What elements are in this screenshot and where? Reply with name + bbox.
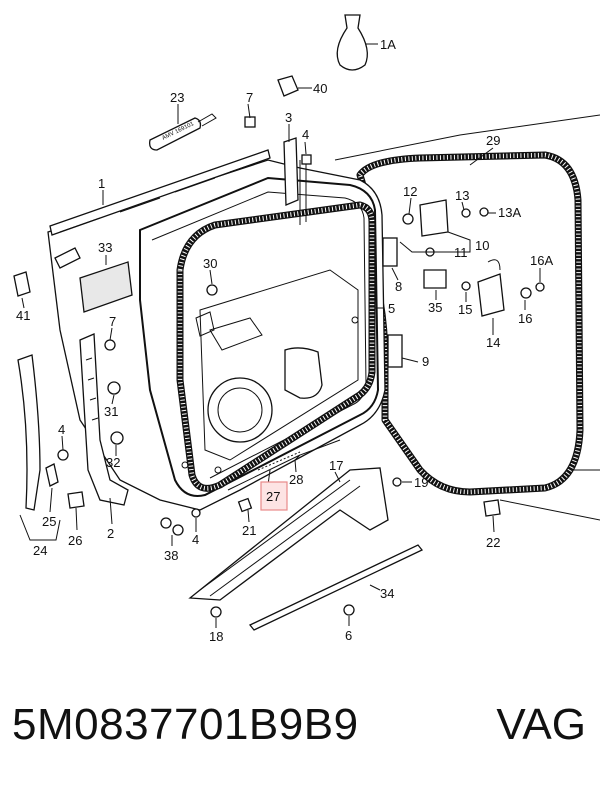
callout-35: 35	[428, 300, 442, 315]
callout-19: 19	[414, 475, 428, 490]
strip-34	[248, 544, 424, 631]
callout-8: 8	[395, 279, 402, 294]
brand-name: VAG	[496, 700, 586, 749]
callout-29: 29	[486, 133, 500, 148]
bolt-30	[206, 284, 218, 296]
sill-panel-17	[188, 467, 389, 601]
callout-6: 6	[345, 628, 352, 643]
screw-4c	[191, 508, 201, 518]
callout-11: 11	[454, 245, 468, 260]
screw-19	[392, 477, 402, 487]
plate-9	[387, 334, 403, 368]
callout-26: 26	[68, 533, 82, 548]
clip-40	[277, 75, 299, 97]
callout-15: 15	[458, 302, 472, 317]
nut-13a	[479, 207, 489, 217]
callout-4a: 4	[302, 127, 309, 142]
screw-7b	[104, 339, 116, 351]
callout-27[interactable]: 27	[266, 489, 280, 504]
callout-38: 38	[164, 548, 178, 563]
cap-22	[483, 499, 501, 517]
bracket-3	[283, 137, 299, 206]
callout-25: 25	[42, 514, 56, 529]
nut-16a	[535, 282, 545, 292]
callout-14: 14	[486, 335, 500, 350]
callout-31: 31	[104, 404, 118, 419]
callout-3: 3	[285, 110, 292, 125]
nut-4a	[301, 154, 312, 165]
callout-18: 18	[209, 629, 223, 644]
callout-16: 16	[518, 311, 532, 326]
callout-30: 30	[203, 256, 217, 271]
callout-5: 5	[388, 301, 395, 316]
part-number: 5M0837701B9B9	[12, 700, 359, 749]
callout-4c: 4	[192, 532, 199, 547]
callout-33: 33	[98, 240, 112, 255]
callout-23: 23	[170, 90, 184, 105]
highlight-box-27[interactable]	[260, 481, 288, 511]
clip-25	[45, 463, 59, 487]
leader-lines	[19, 43, 541, 628]
plate-8	[382, 237, 398, 267]
callout-32: 32	[106, 455, 120, 470]
callout-40: 40	[313, 81, 327, 96]
callout-34: 34	[380, 586, 394, 601]
callout-9: 9	[422, 354, 429, 369]
hinge-10	[419, 199, 449, 237]
clip-26	[67, 491, 85, 509]
bolt-13	[461, 208, 471, 218]
callout-21: 21	[242, 523, 256, 538]
door-assembly	[47, 149, 386, 511]
adhesive-tube-23: AMV 169101	[149, 113, 217, 151]
screw-38a	[160, 517, 172, 529]
callout-1a: 1A	[380, 37, 396, 52]
callout-22: 22	[486, 535, 500, 550]
callout-10: 10	[475, 238, 489, 253]
pad-33	[79, 261, 133, 313]
screw-18	[210, 606, 222, 618]
nut-16	[520, 287, 532, 299]
screw-4b	[57, 449, 69, 461]
callout-7a: 7	[246, 90, 253, 105]
screw-7a	[244, 116, 256, 128]
cover-1a	[336, 14, 368, 71]
trim-2	[79, 333, 129, 506]
bolt-15	[461, 281, 471, 291]
callout-16a: 16A	[530, 253, 553, 268]
check-strap-14	[477, 273, 505, 317]
callout-12: 12	[403, 184, 417, 199]
gear-35	[423, 269, 447, 289]
callout-24: 24	[33, 543, 47, 558]
callout-13a: 13A	[498, 205, 521, 220]
callout-4b: 4	[58, 422, 65, 437]
clip-41	[13, 271, 31, 297]
callout-41: 41	[16, 308, 30, 323]
callout-17: 17	[329, 458, 343, 473]
callout-1: 1	[98, 176, 105, 191]
nut-31	[107, 381, 121, 395]
callout-labels: 1A 40 23 7 3 4 29 1 12 13 13A 33 30 11 1…	[16, 37, 553, 644]
plug-21	[237, 497, 253, 513]
callout-2: 2	[107, 526, 114, 541]
screw-6	[343, 604, 355, 616]
callout-28: 28	[289, 472, 303, 487]
plug-32	[110, 431, 124, 445]
seal-24	[17, 354, 41, 511]
footer: 5M0837701B9B9 VAG	[0, 700, 600, 770]
callout-7b: 7	[109, 314, 116, 329]
callout-13: 13	[455, 188, 469, 203]
bolt-12	[402, 213, 414, 225]
screw-38b	[172, 524, 184, 536]
